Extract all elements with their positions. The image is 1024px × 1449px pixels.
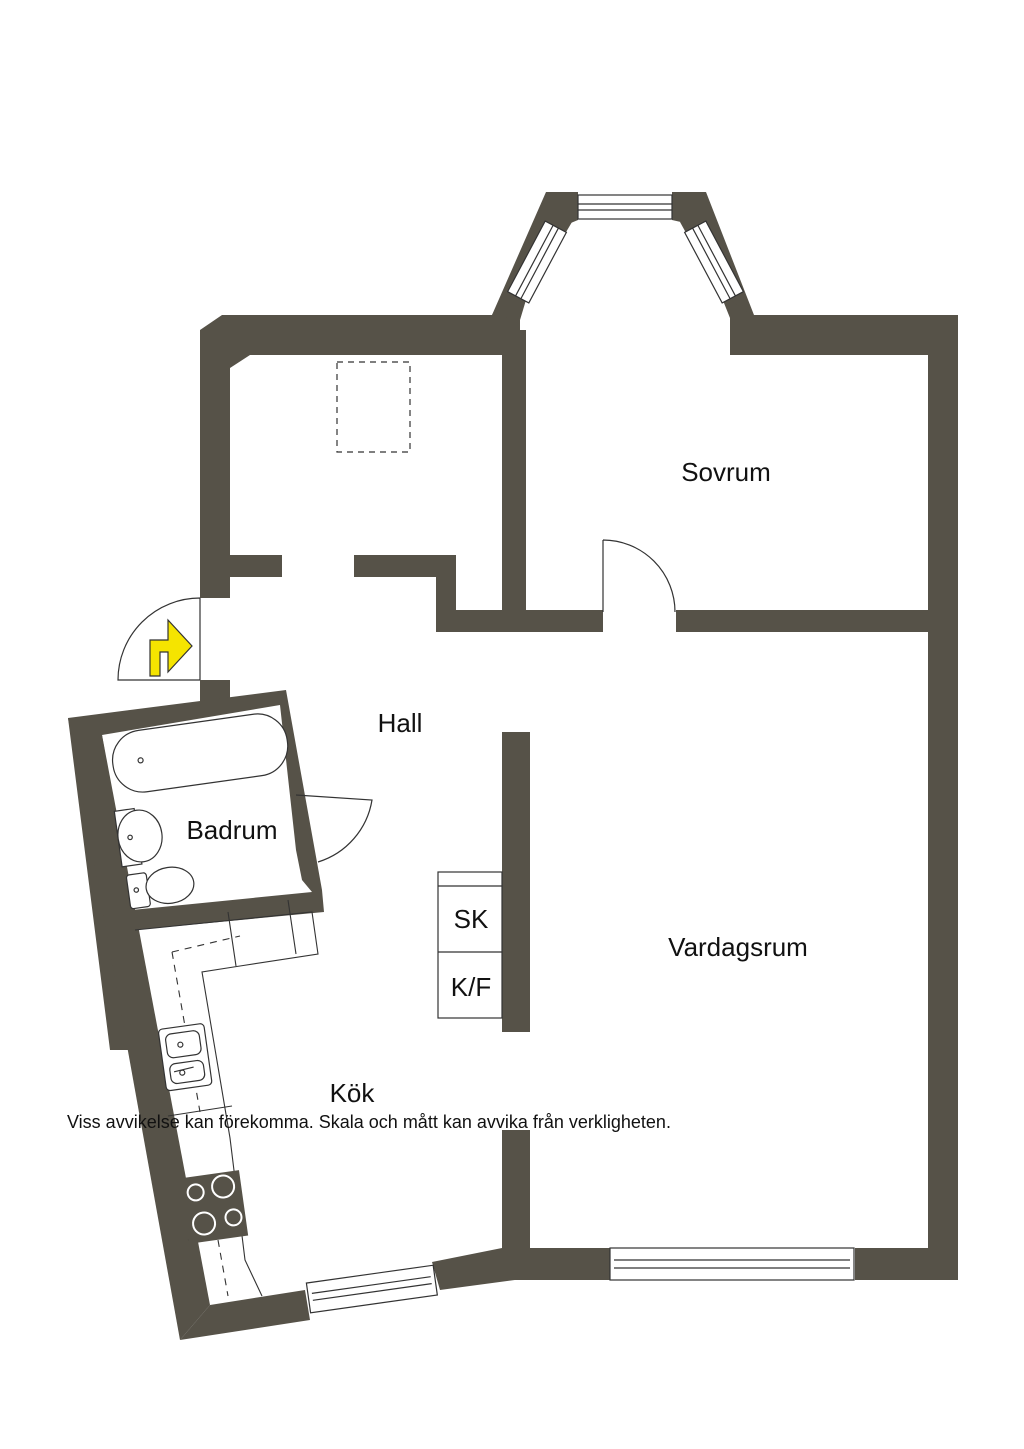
closet-label-kf: K/F (451, 972, 491, 1002)
wall-bay-top-right (672, 192, 706, 225)
windows (305, 194, 855, 1314)
window-living (609, 1247, 855, 1281)
wall-bedroom-bottom-left (436, 610, 603, 632)
dashed-hatch (336, 361, 411, 453)
wall-divider-vertical (502, 330, 526, 630)
entrance-arrow-icon (149, 618, 193, 677)
door-entrance (117, 597, 201, 681)
room-label-kok: Kök (330, 1078, 376, 1108)
room-label-badrum: Badrum (186, 815, 277, 845)
wall-living-bottom (502, 1248, 612, 1280)
disclaimer-text: Viss avvikelse kan förekomma. Skala och … (67, 1112, 671, 1132)
room-label-vardagsrum: Vardagsrum (668, 932, 808, 962)
wall-bay-top-left (546, 192, 578, 225)
wall-top-right (730, 300, 958, 1280)
window-bay-right (683, 220, 745, 304)
room-label-hall: Hall (378, 708, 423, 738)
window-bay-left (506, 220, 568, 304)
wall-left-upper (200, 560, 230, 598)
wall-left-after-door (200, 680, 230, 702)
washbasin-icon (113, 807, 163, 868)
doors (117, 539, 676, 863)
closet-block (437, 871, 503, 1019)
kitchen-sink-icon (157, 1023, 213, 1092)
wall-left-diagonal (68, 718, 210, 1340)
wall-hall-living (502, 732, 530, 1032)
window-bay-top (577, 194, 673, 220)
stove-icon (179, 1170, 249, 1244)
wall-bottom-kitchen (180, 1290, 310, 1340)
bathtub-icon (111, 713, 289, 793)
wall-stub-left (230, 555, 282, 577)
closet-label-sk: SK (454, 904, 489, 934)
wall-stub-right (354, 555, 456, 612)
walls (68, 192, 958, 1340)
room-label-sovrum: Sovrum (681, 457, 771, 487)
door-bedroom (602, 539, 676, 613)
door-bathroom (295, 794, 373, 863)
wall-bedroom-bottom-right (676, 610, 932, 632)
window-kitchen (305, 1264, 439, 1314)
toilet-icon (125, 866, 195, 910)
wall-top-left (200, 300, 520, 560)
